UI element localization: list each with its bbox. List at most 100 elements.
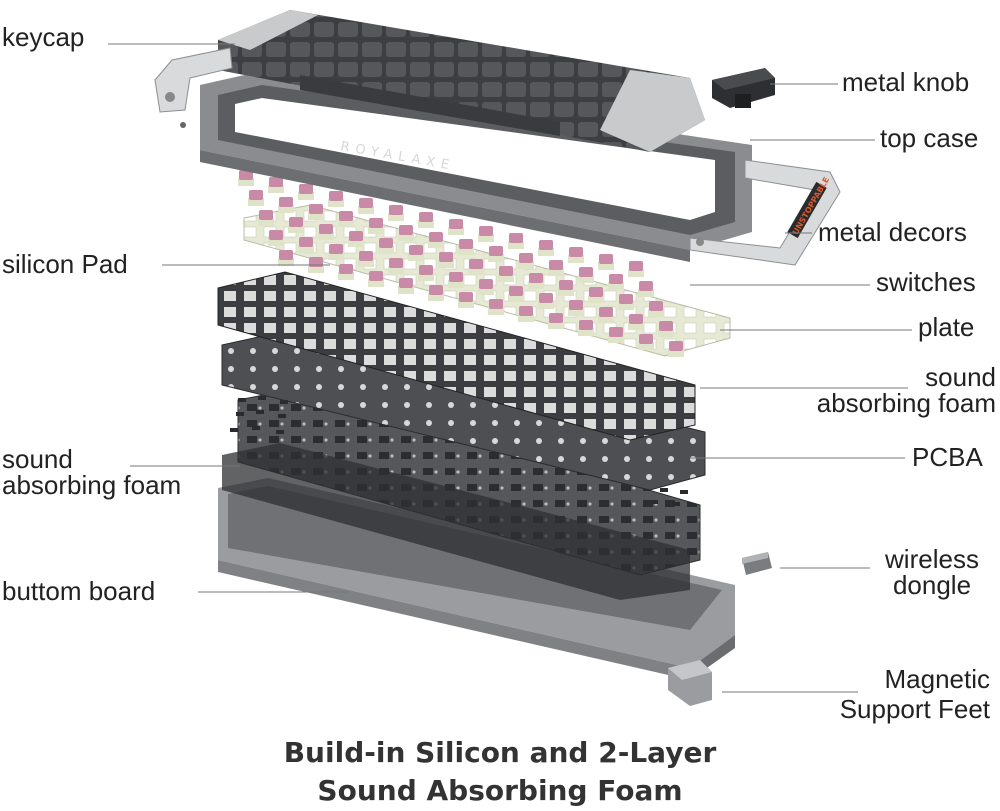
switch-stem [329, 191, 343, 201]
switch-base [608, 282, 624, 290]
switch-base [278, 205, 294, 213]
switch-stem [579, 267, 593, 277]
switch-stem [459, 239, 473, 249]
switch-base [518, 261, 534, 269]
label-top-case: top case [880, 123, 979, 153]
label-silicon-pad: silicon Pad [2, 249, 128, 279]
switch-base [368, 279, 384, 287]
stabilizer-clip [672, 502, 680, 506]
top-case-graphic: ROYALAXE [200, 72, 752, 262]
switch-stem [359, 198, 373, 208]
switch-base [598, 262, 614, 270]
switch-base [628, 269, 644, 277]
stabilizer-clip [258, 396, 266, 400]
switch-base [568, 308, 584, 316]
label-pcba: PCBA [912, 442, 983, 472]
switch-base [388, 266, 404, 274]
switch-base [428, 240, 444, 248]
switch-base [358, 259, 374, 267]
switch-base [478, 287, 494, 295]
switch-stem [519, 253, 533, 263]
switch-stem [369, 271, 383, 281]
switch-base [648, 309, 664, 317]
caption-line2: Sound Absorbing Foam [317, 774, 683, 807]
stabilizer-clip [280, 400, 288, 404]
switch-stem [389, 258, 403, 268]
switch-stem [509, 233, 523, 243]
switch-base [608, 335, 624, 343]
switch-base [428, 293, 444, 301]
stabilizer-clip [650, 500, 658, 504]
switch-base [638, 342, 654, 350]
switch-stem [479, 279, 493, 289]
switch-stem [449, 272, 463, 282]
switch-stem [439, 252, 453, 262]
switch-base [368, 226, 384, 234]
switch-stem [479, 226, 493, 236]
switch-base [658, 329, 674, 337]
switch-base [278, 258, 294, 266]
stabilizer-clip [660, 488, 668, 492]
label-sound-foam-left-line2: absorbing foam [2, 470, 182, 500]
switch-stem [279, 197, 293, 207]
label-sound-foam-left-line1: sound [2, 444, 73, 474]
switch-base [488, 307, 504, 315]
switch-base [618, 302, 634, 310]
metal-decor-left-graphic [154, 47, 233, 128]
switch-base [548, 321, 564, 329]
label-metal-decors: metal decors [818, 217, 967, 247]
switch-stem [579, 320, 593, 330]
switch-stem [429, 232, 443, 242]
switch-base [498, 274, 514, 282]
switch-stem [419, 212, 433, 222]
stabilizer-clip [278, 414, 286, 418]
switch-base [578, 328, 594, 336]
switch-base [628, 322, 644, 330]
label-wireless-dongle-line1: wireless [885, 544, 979, 574]
switch-base [268, 185, 284, 193]
switch-stem [639, 334, 653, 344]
switch-base [418, 220, 434, 228]
switch-base [438, 260, 454, 268]
switch-stem [609, 327, 623, 337]
stabilizer-clips-graphic [230, 396, 688, 506]
leader-lines [108, 43, 912, 693]
switch-base [378, 246, 394, 254]
switch-base [668, 349, 684, 357]
switch-stem [309, 204, 323, 214]
switch-base [338, 219, 354, 227]
switch-base [318, 232, 334, 240]
frame-layer-graphic [217, 271, 696, 441]
label-keycap: keycap [2, 22, 85, 52]
switch-base [338, 272, 354, 280]
stabilizer-clip [276, 430, 284, 434]
switch-stem [589, 287, 603, 297]
caption-line1: Build-in Silicon and 2-Layer [283, 736, 717, 769]
switch-stem [629, 314, 643, 324]
switch-stem [349, 231, 363, 241]
switch-stem [249, 190, 263, 200]
switch-stem [359, 251, 373, 261]
switch-base [348, 239, 364, 247]
switch-base [588, 295, 604, 303]
switch-base [508, 294, 524, 302]
metal-knob-graphic [712, 68, 775, 108]
label-sound-foam-right-line2: absorbing foam [816, 388, 996, 418]
switch-base [308, 212, 324, 220]
switch-stem [509, 286, 523, 296]
switch-base [458, 300, 474, 308]
stabilizer-clip [236, 412, 244, 416]
switch-base [528, 281, 544, 289]
switch-stem [629, 261, 643, 271]
switch-stem [519, 306, 533, 316]
switch-stem [259, 210, 273, 220]
switch-base [328, 252, 344, 260]
switch-stem [399, 225, 413, 235]
switch-base [298, 192, 314, 200]
switch-stem [339, 211, 353, 221]
label-sound-foam-right-line1: sound [925, 362, 996, 392]
switch-stem [649, 301, 663, 311]
label-switches: switches [876, 267, 976, 297]
label-bottom-board: buttom board [2, 576, 156, 606]
switch-stem [559, 280, 573, 290]
